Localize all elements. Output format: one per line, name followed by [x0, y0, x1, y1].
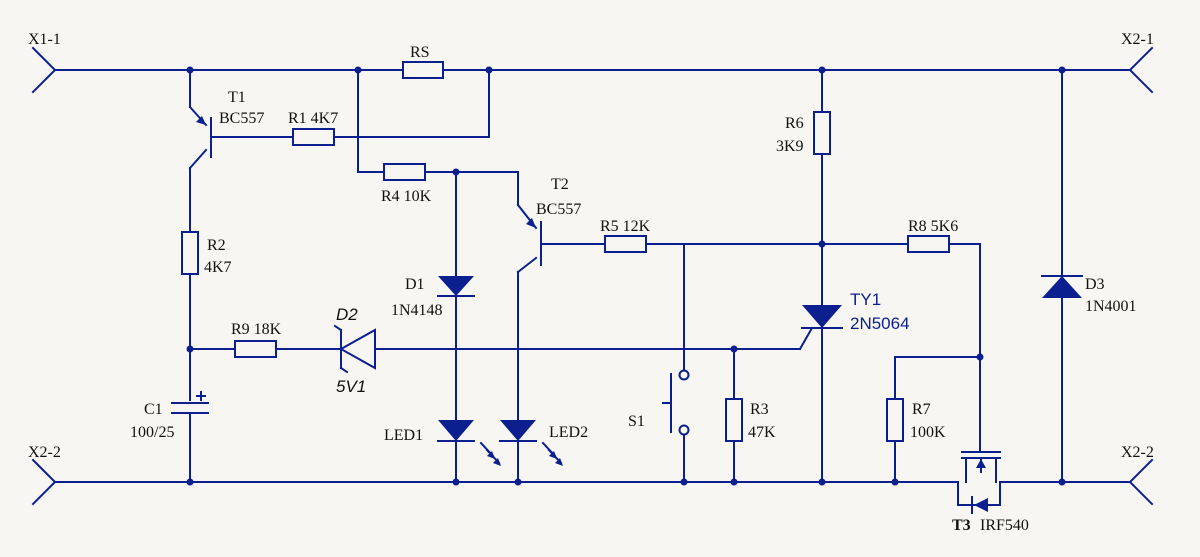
label-led1: LED1	[384, 427, 423, 444]
label-t2-type: BC557	[536, 201, 581, 218]
top-rail	[31, 46, 1154, 94]
thyristor-ty1	[798, 305, 843, 483]
label-c1-name: C1	[144, 401, 163, 418]
mosfet-t3	[957, 447, 1001, 514]
label-r6-val: 3K9	[776, 138, 804, 155]
led1	[437, 420, 501, 483]
label-r1: R1 4K7	[288, 110, 338, 127]
label-r9: R9 18K	[231, 321, 282, 338]
resistor-r3	[725, 348, 743, 483]
label-r2-name: R2	[207, 237, 226, 254]
diode-d1	[437, 171, 475, 421]
label-ty1-name: TY1	[850, 290, 881, 309]
resistor-r5	[604, 235, 909, 253]
bottom-rail	[31, 458, 1154, 506]
label-d1-name: D1	[405, 276, 425, 293]
diode-d3	[1041, 69, 1083, 483]
label-r7-name: R7	[912, 401, 931, 418]
label-r3-name: R3	[750, 401, 769, 418]
resistor-r9	[189, 340, 340, 358]
label-x2-2-right: X2-2	[1121, 444, 1154, 461]
capacitor-c1	[171, 391, 209, 483]
label-r3-val: 47K	[748, 424, 776, 441]
resistor-r1	[292, 128, 335, 146]
label-t2-name: T2	[551, 176, 569, 193]
resistor-r8	[907, 235, 981, 449]
label-r6-name: R6	[785, 115, 804, 132]
resistor-r7	[886, 356, 981, 483]
label-t3-type: IRF540	[980, 517, 1029, 534]
label-r8: R8 5K6	[908, 218, 958, 235]
label-r2-val: 4K7	[204, 259, 232, 276]
label-d2-val: 5V1	[336, 377, 366, 396]
label-d3-name: D3	[1085, 276, 1105, 293]
label-d1-type: 1N4148	[391, 302, 443, 319]
resistor-r6	[813, 69, 831, 306]
label-ty1-type: 2N5064	[850, 314, 910, 333]
label-d2-name: D2	[336, 305, 358, 324]
label-r7-val: 100K	[910, 424, 946, 441]
transistor-t2	[516, 203, 606, 421]
label-x2-2-left: X2-2	[28, 444, 61, 461]
junction-dots	[186, 66, 1066, 486]
resistor-r2	[181, 231, 199, 401]
label-t3-name: T3	[952, 517, 971, 534]
label-t1-name: T1	[228, 89, 246, 106]
transistor-t1	[188, 69, 294, 233]
resistor-rs	[333, 61, 490, 138]
led2	[499, 420, 563, 483]
label-x1-1: X1-1	[28, 31, 61, 48]
label-x2-1: X2-1	[1121, 31, 1154, 48]
label-rs: RS	[410, 44, 430, 61]
label-c1-val: 100/25	[130, 424, 174, 441]
label-s1: S1	[628, 413, 645, 430]
label-d3-type: 1N4001	[1085, 298, 1137, 315]
resistor-r4	[357, 69, 519, 206]
label-t1-type: BC557	[219, 110, 264, 127]
switch-s1	[662, 243, 690, 483]
label-led2: LED2	[549, 424, 588, 441]
zener-diode-d2	[333, 324, 801, 374]
label-r4: R4 10K	[381, 188, 432, 205]
label-r5: R5 12K	[600, 218, 651, 235]
